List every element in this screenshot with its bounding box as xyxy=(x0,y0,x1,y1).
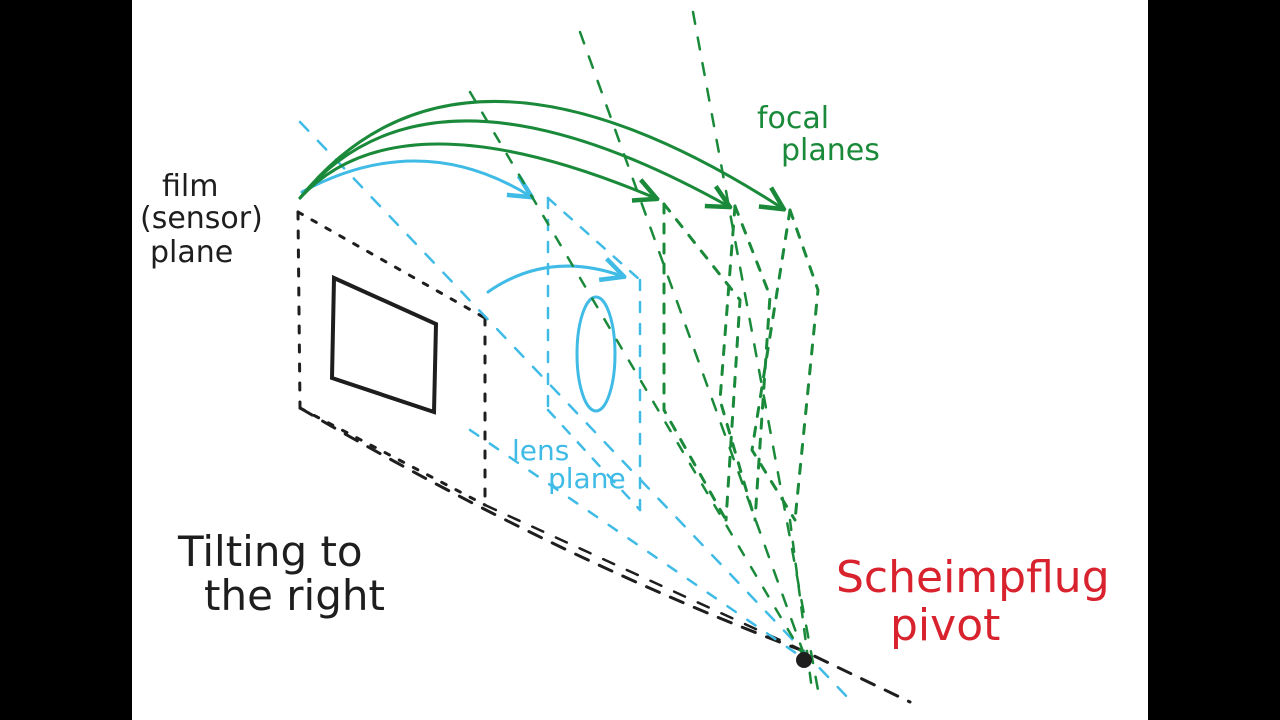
lens-label-line2: plane xyxy=(548,462,626,495)
ground-line-lower xyxy=(483,503,808,654)
whiteboard xyxy=(132,0,1148,720)
focal-ray-2 xyxy=(578,30,808,662)
scheimpflug-pivot-dot xyxy=(796,652,812,668)
film-label-line2: (sensor) xyxy=(140,201,263,236)
focal-label-line1: focal xyxy=(757,101,829,136)
ground-line xyxy=(298,406,912,704)
lens-ellipse xyxy=(575,295,617,413)
camera-top-edge xyxy=(296,210,487,320)
focal-plane-3-left xyxy=(750,208,797,522)
focal-ray-3 xyxy=(691,10,820,692)
focal-plane-2-right xyxy=(733,204,772,522)
pivot-label-line2: pivot xyxy=(890,600,1000,651)
tilt-caption-line2: the right xyxy=(204,571,385,620)
focal-arrow-1 xyxy=(298,142,655,198)
lens-to-pivot-line xyxy=(468,428,808,662)
lens-diagonal-line xyxy=(298,120,852,702)
lens-tilt-arrow-top xyxy=(300,159,530,196)
focal-plane-2-left xyxy=(718,204,757,522)
tilt-caption-line1: Tilting to xyxy=(177,527,363,576)
focal-arrow-3 xyxy=(298,99,782,208)
camera-left-edge xyxy=(296,210,302,410)
focal-plane-3-right xyxy=(788,208,820,522)
film-label-line1: film xyxy=(162,169,218,204)
film-frame xyxy=(329,274,439,415)
focal-label-line2: planes xyxy=(781,133,880,168)
focal-planes xyxy=(298,10,820,692)
focal-plane-1-left xyxy=(662,202,728,522)
lens-plane xyxy=(298,120,852,702)
film-label-line3: plane xyxy=(150,235,233,270)
lens-label-line1: lens xyxy=(512,434,569,467)
pivot-label-line1: Scheimpflug xyxy=(836,552,1110,603)
focal-plane-1-right xyxy=(662,202,742,522)
lens-plane-bottom-edge xyxy=(546,408,642,512)
lens-tilt-arrow-mid xyxy=(486,266,622,294)
focal-arrow-2 xyxy=(298,119,728,206)
